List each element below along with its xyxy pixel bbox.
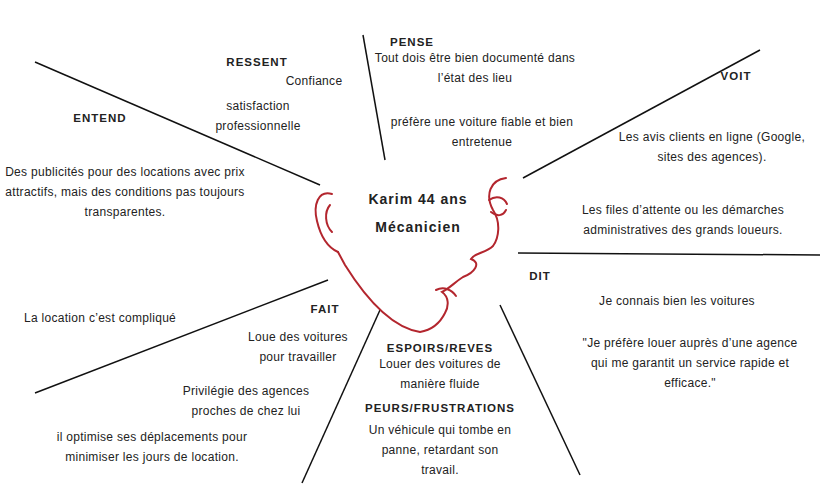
body-text: Un véhicule qui tombe en panne, retardan… xyxy=(363,420,518,480)
body-text: Les avis clients en ligne (Google, sites… xyxy=(610,127,815,167)
section-heading: RESSENT xyxy=(226,52,287,72)
eye xyxy=(491,210,506,215)
ear xyxy=(316,193,338,252)
separator-lines xyxy=(35,35,820,483)
ear-inner xyxy=(326,205,332,232)
face-profile xyxy=(338,178,506,332)
body-text: La location c’est compliqué xyxy=(24,308,176,328)
section-heading: VOIT xyxy=(721,66,752,86)
section-heading: DIT xyxy=(529,266,551,286)
section-heading: ESPOIRS/REVES xyxy=(387,338,493,358)
persona-name: Karim 44 ans Mécanicien xyxy=(368,185,468,241)
eye xyxy=(489,197,507,204)
separator-line xyxy=(500,305,580,475)
section-heading: ENTEND xyxy=(73,108,126,128)
body-text: Les files d’attente ou les démarches adm… xyxy=(551,200,816,240)
body-text: Loue des voitures pour travailler xyxy=(236,327,361,367)
body-text: il optimise ses déplacements pour minimi… xyxy=(32,427,272,467)
lips xyxy=(436,288,456,296)
body-text: Privilégie des agences proches de chez l… xyxy=(166,381,326,421)
body-text: Louer des voitures de manière fluide xyxy=(365,354,515,394)
separator-line xyxy=(518,253,820,255)
section-heading: FAIT xyxy=(311,299,340,319)
body-text: Tout dois être bien documenté dans l’éta… xyxy=(373,48,578,88)
body-text: Confiance xyxy=(286,71,343,91)
body-text: satisfaction professionnelle xyxy=(198,96,318,136)
body-text: Je connais bien les voitures xyxy=(599,291,755,311)
section-heading: PEURS/FRUSTRATIONS xyxy=(365,398,515,418)
body-text: préfère une voiture fiable et bien entre… xyxy=(387,112,577,152)
face-drawing xyxy=(316,178,507,332)
body-text: "Je préfère louer auprès d’une agence qu… xyxy=(580,333,800,393)
section-heading: PENSE xyxy=(390,32,434,52)
body-text: Des publicités pour des locations avec p… xyxy=(5,162,245,222)
